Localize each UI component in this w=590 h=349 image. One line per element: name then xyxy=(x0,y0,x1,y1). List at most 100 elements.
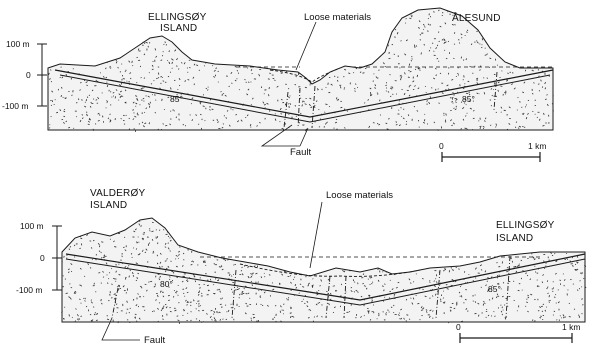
rock-speckle xyxy=(312,286,313,287)
rock-speckle xyxy=(218,312,219,313)
rock-speckle xyxy=(394,305,395,306)
rock-speckle xyxy=(522,126,523,127)
upper-town-label: ÅLESUND xyxy=(452,11,501,24)
rock-speckle xyxy=(261,290,262,291)
rock-speckle xyxy=(454,95,455,96)
rock-speckle xyxy=(65,98,67,99)
rock-speckle xyxy=(235,115,236,116)
rock-speckle xyxy=(470,66,471,67)
rock-speckle xyxy=(457,92,458,93)
rock-speckle xyxy=(135,314,137,315)
lower-depth-axis xyxy=(52,226,62,290)
rock-speckle xyxy=(569,303,570,304)
rock-speckle xyxy=(92,259,93,260)
rock-speckle xyxy=(413,281,414,282)
lower-fault-label: Fault xyxy=(144,335,165,346)
rock-speckle xyxy=(231,304,232,305)
rock-speckle xyxy=(420,70,421,71)
rock-speckle xyxy=(146,130,147,131)
rock-speckle xyxy=(555,253,556,254)
rock-speckle xyxy=(247,68,248,69)
rock-speckle xyxy=(416,45,417,46)
lower-scale-bar xyxy=(460,333,572,343)
upper-tick-100m: 100 m xyxy=(6,39,30,49)
rock-speckle xyxy=(184,276,185,277)
rock-speckle xyxy=(410,298,411,299)
rock-speckle xyxy=(178,68,179,69)
rock-speckle xyxy=(504,92,505,93)
rock-speckle xyxy=(126,313,127,314)
rock-speckle xyxy=(534,82,535,83)
rock-speckle xyxy=(362,73,364,74)
rock-speckle xyxy=(143,234,145,235)
rock-speckle xyxy=(143,296,144,297)
rock-speckle xyxy=(560,315,561,316)
rock-speckle xyxy=(132,61,133,62)
rock-speckle xyxy=(131,253,132,254)
rock-speckle xyxy=(417,75,418,77)
rock-speckle xyxy=(454,44,455,45)
rock-speckle xyxy=(153,61,154,62)
lower-loose-leader xyxy=(310,202,322,268)
rock-speckle xyxy=(541,80,542,82)
rock-speckle xyxy=(234,284,235,286)
rock-speckle xyxy=(552,103,553,104)
rock-speckle xyxy=(544,268,545,269)
rock-speckle xyxy=(558,290,559,291)
rock-speckle xyxy=(293,279,294,280)
rock-speckle xyxy=(288,300,289,301)
rock-speckle xyxy=(300,113,301,114)
rock-speckle xyxy=(166,268,167,269)
rock-speckle xyxy=(521,260,522,261)
rock-speckle xyxy=(216,321,217,323)
rock-speckle xyxy=(415,69,416,70)
rock-speckle xyxy=(394,54,395,55)
rock-speckle xyxy=(406,299,407,300)
rock-speckle xyxy=(159,230,160,231)
lower-tick-0: 0 xyxy=(40,253,45,263)
rock-speckle xyxy=(135,130,136,132)
rock-speckle xyxy=(453,92,454,93)
upper-scale-bar xyxy=(442,152,540,162)
rock-speckle xyxy=(498,296,499,297)
rock-speckle xyxy=(262,305,263,306)
lower-scale-start: 0 xyxy=(456,322,461,332)
rock-speckle xyxy=(388,45,389,46)
rock-speckle xyxy=(259,122,260,123)
rock-speckle xyxy=(564,259,565,260)
rock-speckle xyxy=(430,282,431,283)
rock-speckle xyxy=(429,280,430,281)
rock-speckle xyxy=(288,104,289,105)
rock-speckle xyxy=(221,91,222,92)
rock-speckle xyxy=(274,80,275,81)
rock-speckle xyxy=(123,115,125,116)
rock-speckle xyxy=(114,247,116,248)
rock-speckle xyxy=(428,18,429,19)
rock-speckle xyxy=(250,266,251,267)
rock-speckle xyxy=(253,318,254,319)
rock-speckle xyxy=(207,285,209,286)
rock-speckle xyxy=(454,32,455,34)
rock-speckle xyxy=(450,310,451,311)
rock-speckle xyxy=(283,314,284,315)
rock-speckle xyxy=(183,293,184,294)
rock-speckle xyxy=(264,276,265,277)
rock-speckle xyxy=(204,66,205,67)
rock-speckle xyxy=(584,278,585,279)
rock-speckle xyxy=(436,74,437,76)
rock-speckle xyxy=(303,299,304,300)
rock-speckle xyxy=(289,114,290,115)
rock-speckle xyxy=(191,311,192,312)
rock-speckle xyxy=(554,297,555,298)
rock-speckle xyxy=(238,280,239,281)
upper-tick-minus-100m: -100 m xyxy=(2,101,28,111)
rock-speckle xyxy=(453,103,454,104)
rock-speckle xyxy=(445,89,446,90)
rock-speckle xyxy=(539,286,540,287)
rock-speckle xyxy=(579,288,580,289)
rock-speckle xyxy=(571,264,572,265)
rock-speckle xyxy=(531,254,532,255)
rock-speckle xyxy=(116,60,117,61)
rock-speckle xyxy=(223,124,224,125)
rock-speckle xyxy=(313,321,314,322)
